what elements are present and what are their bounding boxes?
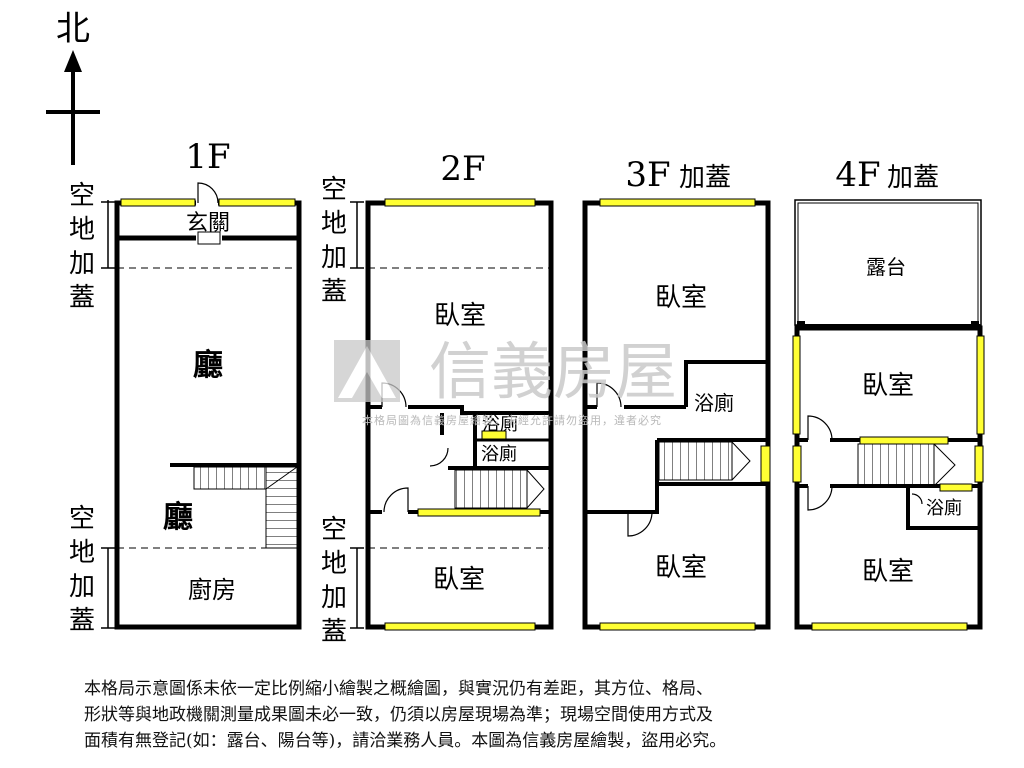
- side-label-1f-bottom-char-2: 加: [69, 572, 95, 602]
- floor-2f-title: 2F: [440, 149, 485, 189]
- floor-1f-title: 1F: [185, 137, 230, 177]
- floor-4f-title: 4F: [835, 155, 880, 195]
- floor-3f-suffix: 加蓋: [679, 163, 731, 193]
- watermark-notice: 本格局圖為信義房屋繪製，未經允許請勿盜用，違者必究: [362, 413, 662, 427]
- room-3f-bedroom-top: 臥室: [655, 283, 707, 313]
- sinyi-logo-watermark: [334, 340, 400, 402]
- room-2f-bedroom-bottom: 臥室: [433, 565, 485, 595]
- side-label-1f-bottom-char-0: 空: [69, 504, 95, 534]
- side-label-2f-top-char-2: 加: [321, 243, 347, 273]
- room-2f-bathroom-2: 浴廁: [481, 443, 517, 465]
- room-4f-terrace: 露台: [866, 255, 906, 279]
- floor-1f-plan: [114, 182, 302, 630]
- side-label-2f-bottom-char-1: 地: [321, 549, 347, 579]
- side-label-2f-top-char-1: 地: [321, 209, 347, 239]
- floor-2f-plan: [365, 198, 554, 631]
- side-label-1f-top-char-3: 蓋: [69, 283, 95, 313]
- floor-3f-plan: [582, 198, 771, 631]
- floor-4f-suffix: 加蓋: [887, 163, 939, 193]
- room-3f-bathroom: 浴廁: [694, 391, 734, 415]
- side-label-1f-bottom-char-3: 蓋: [69, 606, 95, 636]
- disclaimer-line-3: 面積有無登記(如：露台、陽台等)，請洽業務人員。本圖為信義房屋繪製，盜用必究。: [84, 731, 727, 751]
- disclaimer: 本格局示意圖係未依一定比例縮小繪製之概繪圖，與實況仍有差距，其方位、格局、 形狀…: [84, 676, 984, 754]
- room-4f-bathroom: 浴廁: [926, 497, 962, 519]
- disclaimer-line-2: 形狀等與地政機關測量成果圖未必一致，仍須以房屋現場為準；現場空間使用方式及: [84, 705, 713, 725]
- floor-3f-title: 3F: [625, 155, 670, 195]
- room-2f-bedroom-top: 臥室: [434, 301, 486, 331]
- dimension-lines: [101, 200, 364, 629]
- watermark-brand: 信義房屋: [429, 335, 677, 408]
- room-1f-living-lower: 廳: [163, 500, 193, 535]
- side-label-1f-top-char-0: 空: [69, 181, 95, 211]
- side-label-2f-top-char-3: 蓋: [321, 277, 347, 307]
- floor-4f-plan: [792, 199, 985, 631]
- side-label-1f-top-char-2: 加: [69, 249, 95, 279]
- room-1f-living: 廳: [193, 348, 223, 383]
- room-4f-bedroom-bottom: 臥室: [862, 557, 914, 587]
- side-label-1f-top-char-1: 地: [69, 215, 95, 245]
- room-3f-bedroom-bottom: 臥室: [655, 553, 707, 583]
- north-arrow-icon: [46, 50, 100, 165]
- side-label-1f-bottom-char-1: 地: [69, 538, 95, 568]
- room-2f-bathroom-1: 浴廁: [482, 413, 518, 435]
- side-label-2f-bottom-char-2: 加: [321, 583, 347, 613]
- room-4f-bedroom-top: 臥室: [862, 371, 914, 401]
- disclaimer-line-1: 本格局示意圖係未依一定比例縮小繪製之概繪圖，與實況仍有差距，其方位、格局、: [84, 679, 713, 699]
- side-label-2f-top-char-0: 空: [321, 175, 347, 205]
- room-1f-entrance: 玄關: [186, 211, 230, 236]
- side-label-2f-bottom-char-0: 空: [321, 515, 347, 545]
- north-label: 北: [56, 9, 90, 49]
- room-1f-kitchen: 廚房: [188, 576, 236, 604]
- side-label-2f-bottom-char-3: 蓋: [321, 617, 347, 647]
